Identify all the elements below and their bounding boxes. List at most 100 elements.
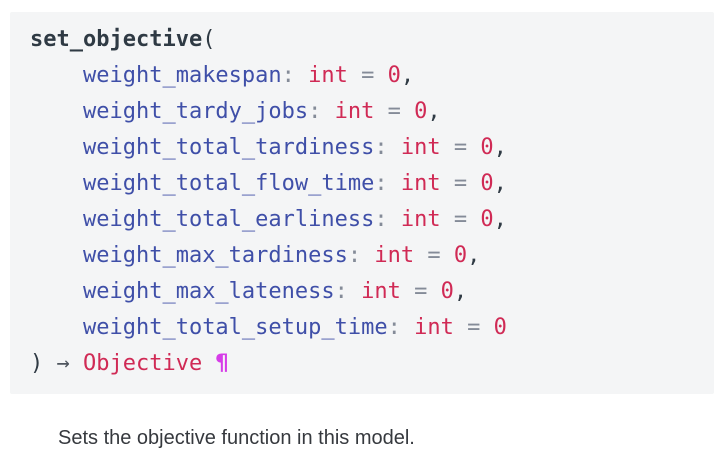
param-default: 0 [387,63,401,88]
comma: , [467,243,481,268]
equals-sign: = [453,135,468,160]
signature-open-line: set_objective( [30,22,698,58]
param-type: int [334,99,375,124]
spacer [441,171,454,196]
indent [30,243,83,268]
close-paren: ) [30,351,44,376]
spacer [202,351,215,376]
spacer [454,315,467,340]
param-name: weight_total_tardiness [82,135,375,160]
spacer [295,63,308,88]
param-default: 0 [453,243,468,268]
function-name: set_objective [30,27,203,52]
param-type: int [400,207,441,232]
spacer [321,99,334,124]
comma: , [400,63,415,88]
param-default: 0 [480,207,494,232]
return-type-link[interactable]: Objective [83,351,203,376]
param-name: weight_total_setup_time [82,315,388,340]
return-arrow-icon: → [56,351,70,376]
open-paren: ( [202,27,216,52]
equals-sign: = [361,63,375,88]
param-type: int [400,135,441,160]
spacer [374,63,387,88]
param-type: int [400,171,441,196]
param-name: weight_max_lateness [82,279,335,304]
param-lines: weight_makespan: int = 0, weight_tardy_j… [30,58,698,346]
spacer [361,243,374,268]
comma: , [453,279,468,304]
spacer [401,315,414,340]
colon: : [347,243,362,268]
comma: , [493,207,507,232]
indent [30,171,83,196]
equals-sign: = [387,99,401,124]
colon: : [374,135,388,160]
param-name: weight_tardy_jobs [82,99,309,124]
param-type: int [374,243,415,268]
spacer [467,207,480,232]
spacer [388,207,401,232]
spacer [388,171,401,196]
param-default: 0 [414,99,428,124]
param-type: int [361,279,401,304]
indent [30,135,83,160]
signature-code: set_objective( weight_makespan: int = 0,… [30,22,698,382]
param-default: 0 [493,315,507,340]
param-line: weight_total_tardiness: int = 0, [30,130,698,166]
spacer [374,99,387,124]
function-description: Sets the objective function in this mode… [58,427,415,449]
param-line: weight_makespan: int = 0, [30,58,698,94]
param-name: weight_total_flow_time [82,171,375,196]
spacer [348,279,361,304]
spacer [467,135,480,160]
comma: , [427,99,441,124]
spacer [441,135,454,160]
equals-sign: = [453,171,468,196]
signature-close-line: ) → Objective ¶ [30,346,698,382]
spacer [414,243,427,268]
equals-sign: = [467,315,481,340]
param-default: 0 [440,279,454,304]
param-line: weight_total_flow_time: int = 0, [30,166,698,202]
comma: , [493,135,507,160]
spacer [348,63,361,88]
colon: : [334,279,348,304]
colon: : [281,63,295,88]
spacer [467,171,480,196]
colon: : [308,99,322,124]
colon: : [387,315,401,340]
spacer [401,99,414,124]
spacer [388,135,401,160]
equals-sign: = [453,207,468,232]
param-line: weight_tardy_jobs: int = 0, [30,94,698,130]
comma: , [493,171,507,196]
indent [30,63,83,88]
spacer [441,243,454,268]
indent [30,99,83,124]
param-type: int [414,315,454,340]
param-default: 0 [480,171,494,196]
spacer [441,207,454,232]
indent [30,207,83,232]
param-type: int [308,63,348,88]
equals-sign: = [414,279,428,304]
headerlink-anchor[interactable]: ¶ [215,351,229,376]
spacer [401,279,414,304]
param-name: weight_total_earliness [82,207,375,232]
indent [30,315,83,340]
param-name: weight_max_tardiness [82,243,348,268]
spacer [480,315,493,340]
param-line: weight_max_lateness: int = 0, [30,274,698,310]
equals-sign: = [427,243,441,268]
colon: : [374,207,388,232]
param-line: weight_total_setup_time: int = 0 [30,310,698,346]
param-default: 0 [480,135,494,160]
spacer [43,351,56,376]
spacer [70,351,83,376]
function-signature-block: set_objective( weight_makespan: int = 0,… [10,12,714,394]
param-name: weight_makespan [82,63,282,88]
indent [30,279,83,304]
param-line: weight_total_earliness: int = 0, [30,202,698,238]
